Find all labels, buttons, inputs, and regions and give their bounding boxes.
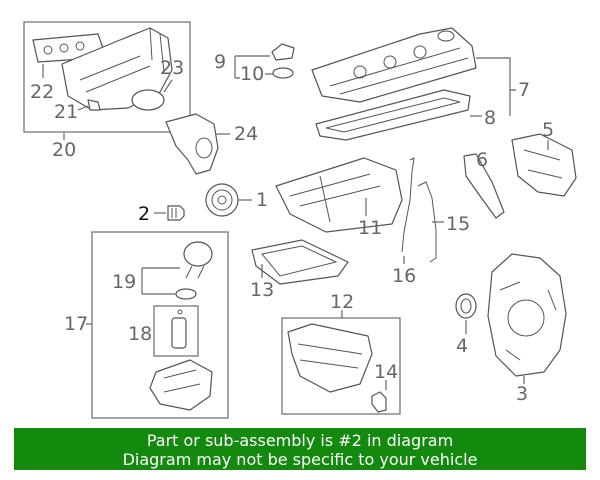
callout-20[interactable]: 20 [52,139,76,161]
callout-18[interactable]: 18 [128,323,152,345]
oil-cap-part [271,43,295,61]
dipstick-part [401,157,415,253]
callout-23[interactable]: 23 [160,57,184,79]
callout-11[interactable]: 11 [358,217,382,239]
callout-15[interactable]: 15 [446,213,470,235]
callout-13[interactable]: 13 [250,279,274,301]
callout-17[interactable]: 17 [64,313,88,335]
callout-19[interactable]: 19 [112,271,136,293]
oil-pan-upper-part [275,157,403,233]
cap-oring-part [175,288,197,300]
callout-24[interactable]: 24 [234,123,258,145]
callout-8[interactable]: 8 [484,107,496,129]
callout-2[interactable]: 2 [138,203,150,225]
dipstick-tube-part [417,181,437,263]
info-banner: Part or sub-assembly is #2 in diagram Di… [14,428,586,470]
intake-manifold-part [61,27,173,111]
sensor-21-part [87,99,101,111]
cap-seal-part [272,67,294,79]
callout-10[interactable]: 10 [240,63,264,85]
valve-cover-gasket-part [315,89,471,141]
callout-6[interactable]: 6 [476,149,488,171]
callout-7[interactable]: 7 [518,79,530,101]
callout-22[interactable]: 22 [30,81,54,103]
callout-9[interactable]: 9 [214,51,226,73]
bracket-part [463,153,505,219]
callout-3[interactable]: 3 [516,383,528,405]
front-cover-part [487,253,567,377]
oil-pan-lower-part [287,323,373,393]
callout-14[interactable]: 14 [374,361,398,383]
crank-seal-part [455,293,477,319]
throttle-seal-part [131,89,165,111]
drain-plug-part [371,391,387,413]
banner-line-1: Part or sub-assembly is #2 in diagram [146,431,454,450]
intake-manifold-group [23,21,191,133]
callout-4[interactable]: 4 [456,335,468,357]
filter-element-part [171,317,187,349]
callout-16[interactable]: 16 [392,265,416,287]
banner-line-2: Diagram may not be specific to your vehi… [122,450,478,469]
filter-cap-part [183,241,213,267]
valve-cover-part [311,27,477,103]
adapter-housing-part [165,113,219,175]
crank-pulley-part [205,183,239,217]
callout-21[interactable]: 21 [54,101,78,123]
callout-12[interactable]: 12 [330,291,354,313]
bolt-part [167,205,185,221]
callout-1[interactable]: 1 [256,189,268,211]
filter-housing-part [149,359,213,411]
timing-cover-part [511,133,577,197]
callout-5[interactable]: 5 [542,119,554,141]
